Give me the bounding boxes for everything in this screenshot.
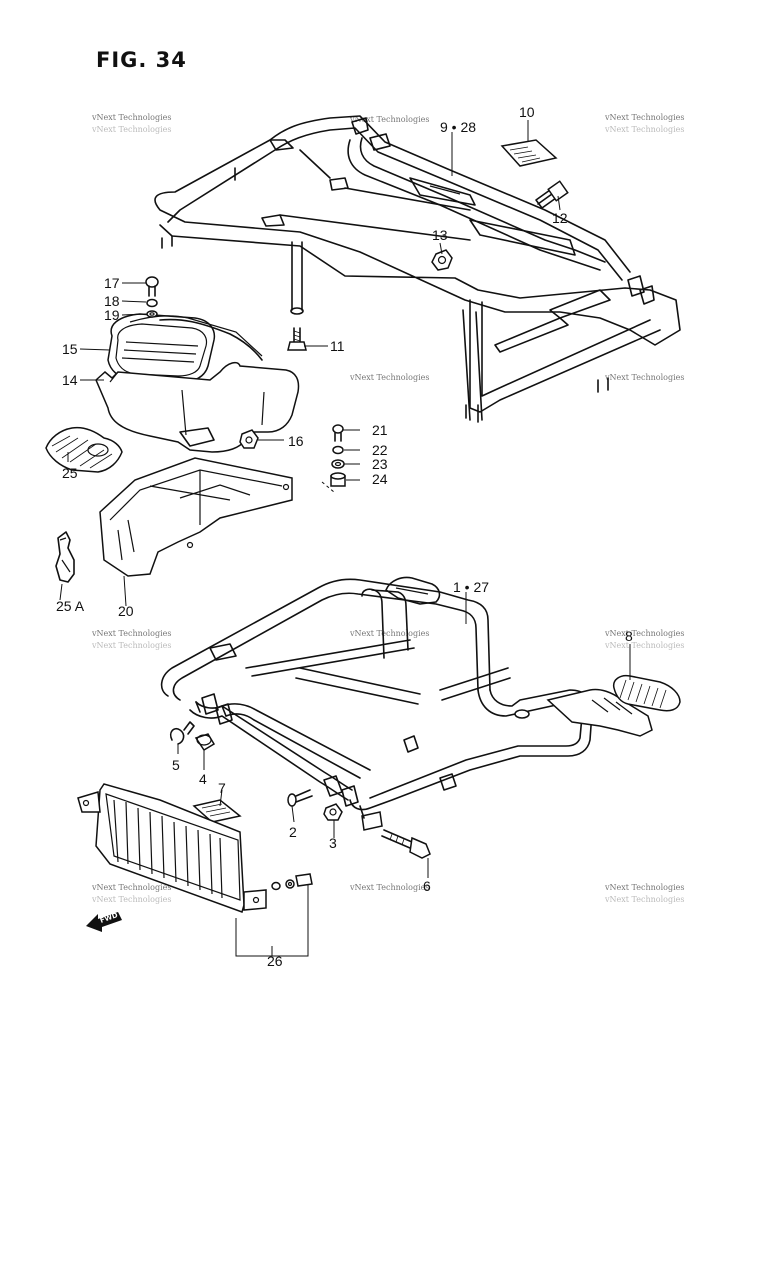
rear-carrier-drawing [154,115,681,423]
watermark: vNext Technologies [349,629,429,638]
bolt-11 [287,327,307,351]
watermark: vNext Technologies [91,883,171,892]
watermark: vNext Technologies [604,629,684,638]
bolt-washer-26 [271,873,313,891]
front-reflector-pad [192,799,242,823]
watermark: vNext Technologies [604,373,684,382]
clip-spring-5 [169,721,195,745]
watermark: vNext Technologies [91,125,171,134]
watermark: vNext Technologies [349,883,429,892]
callout-17: 17 [104,275,120,291]
callout-16: 16 [288,433,304,449]
callout-25a: 25 A [56,598,85,614]
fwd-arrow-icon: FWD [86,911,122,932]
watermark: vNext Technologies [349,373,429,382]
callout-6: 6 [423,878,431,894]
callout-3: 3 [329,835,337,851]
leader-lines [59,120,631,957]
footrest-pad-8 [612,674,681,712]
rear-reflector-pad [500,139,558,167]
watermark: vNext Technologies [91,895,171,904]
front-carrier-drawing [160,576,653,831]
callout-18: 18 [104,293,120,309]
watermark: vNext Technologies [349,115,429,124]
callout-25: 25 [62,465,78,481]
callout-labels: 9 • 28 10 12 13 17 18 19 11 15 14 16 2 1 … [56,104,633,969]
callout-20: 20 [118,603,134,619]
watermark: vNext Technologies [91,641,171,650]
bolt-6 [381,829,431,859]
callout-24: 24 [372,471,388,487]
nut-3 [323,803,343,821]
callout-12: 12 [552,210,568,226]
front-grille-26 [77,783,267,913]
bolt-washers-17-19 [145,276,159,318]
cover-25 [45,426,123,473]
figure-title: FIG. 34 [96,48,187,72]
nut-13 [431,249,453,271]
watermark: vNext Technologies [604,883,684,892]
callout-5: 5 [172,757,180,773]
grommet-4 [194,733,216,752]
bolt-washers-21-24 [321,424,346,493]
callout-21: 21 [372,422,388,438]
callout-15: 15 [62,341,78,357]
callout-22: 22 [372,442,388,458]
bolt-2 [287,789,313,807]
callout-23: 23 [372,456,388,472]
callout-19: 19 [104,307,120,323]
callout-11: 11 [330,338,345,354]
storage-box-drawing [95,313,300,453]
callout-2: 2 [289,824,297,840]
callout-8: 8 [625,628,633,644]
watermark: vNext Technologies [604,125,684,134]
callout-1-27: 1 • 27 [453,579,489,595]
clip-25a [55,531,75,583]
watermark: vNext Technologies [604,113,684,122]
callout-13: 13 [432,227,448,243]
watermark: vNext Technologies [604,895,684,904]
callout-26: 26 [267,953,283,969]
callout-4: 4 [199,771,207,787]
watermark: vNext Technologies [91,629,171,638]
bracket-plate-20 [99,457,293,577]
watermark: vNext Technologies [91,113,171,122]
watermark: vNext Technologies [604,641,684,650]
watermarks: vNext Technologies vNext Technologies vN… [91,113,684,904]
callout-9-28: 9 • 28 [440,119,476,135]
callout-10: 10 [519,104,535,120]
callout-14: 14 [62,372,78,388]
bolt-12 [535,180,569,209]
callout-7: 7 [218,780,226,796]
